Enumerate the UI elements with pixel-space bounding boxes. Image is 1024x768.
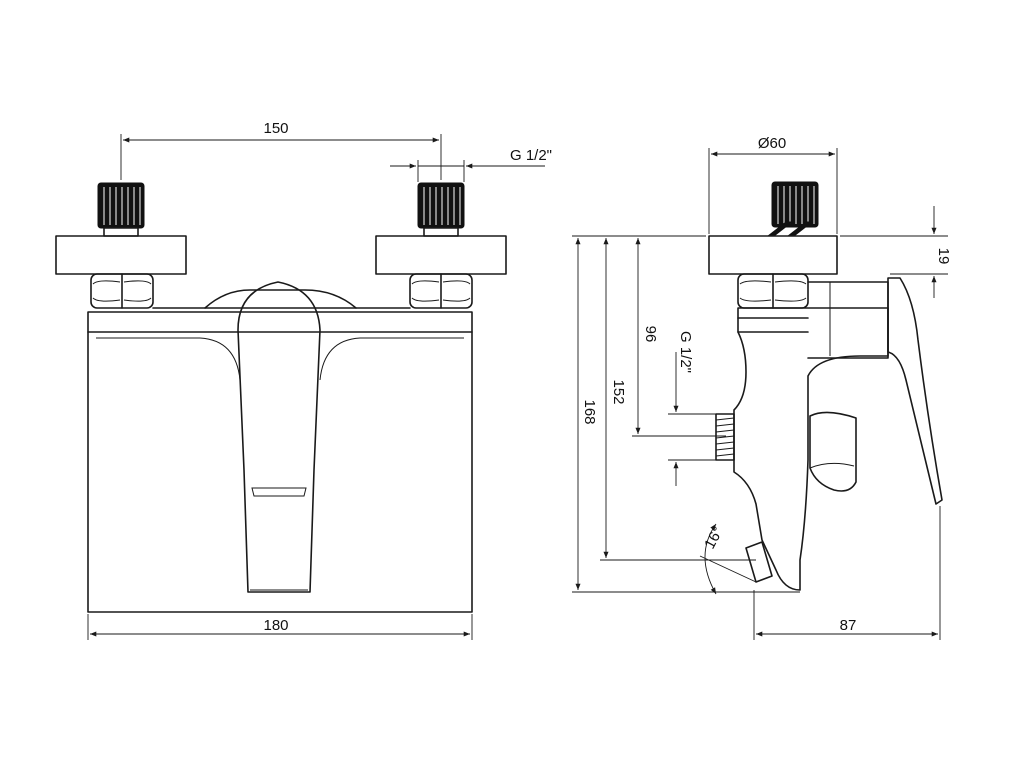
side-body <box>715 281 889 591</box>
mixer-lever <box>237 281 321 593</box>
label-h168: 168 <box>581 399 598 424</box>
label-depth: 87 <box>840 617 857 634</box>
dimension-thread-top <box>390 160 545 182</box>
side-lever <box>887 277 943 505</box>
dimension-depth <box>753 506 941 640</box>
label-angle: 16° <box>701 524 727 552</box>
left-connector <box>55 182 187 309</box>
label-width: 180 <box>263 617 288 634</box>
label-spacing: 150 <box>263 120 288 137</box>
label-h152: 152 <box>610 379 627 404</box>
label-diameter: Ø60 <box>758 135 786 152</box>
dimension-width <box>87 614 473 640</box>
side-view <box>572 148 948 640</box>
mixer-body <box>87 289 473 613</box>
dimension-spacing <box>120 134 442 180</box>
label-plate: 19 <box>935 248 952 265</box>
label-thread-top: G 1/2" <box>510 147 552 164</box>
label-thread-side: G 1/2" <box>677 331 694 373</box>
dimension-diameter <box>708 148 838 234</box>
side-connector <box>708 181 838 309</box>
front-view <box>55 134 545 640</box>
dimension-heights <box>572 235 800 593</box>
dimension-angle <box>699 523 757 595</box>
right-connector <box>375 182 507 309</box>
label-h96: 96 <box>642 326 659 343</box>
dimension-plate <box>840 206 948 298</box>
